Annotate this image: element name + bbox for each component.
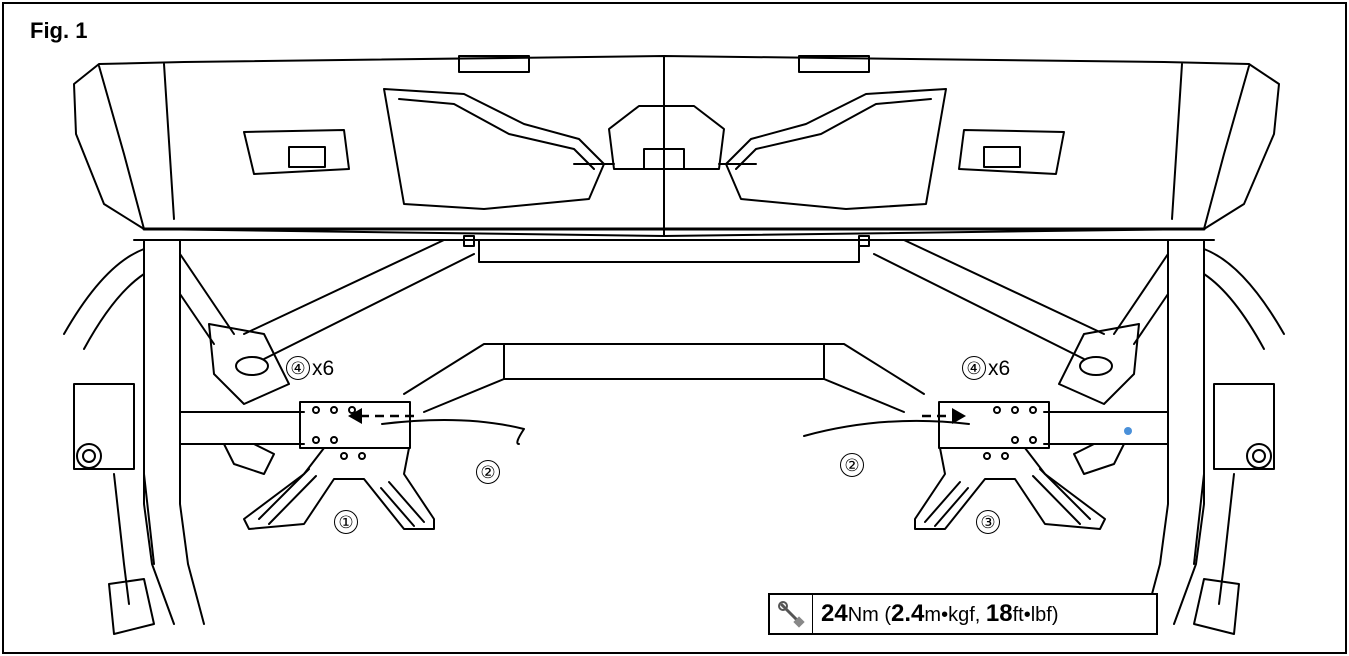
- torque-wrench-icon: [770, 595, 813, 633]
- roof-canopy: [73, 55, 1280, 241]
- torque-lbf-value: 18: [985, 600, 1013, 627]
- arrowhead-left: [348, 408, 362, 424]
- right-bracket: [914, 401, 1106, 530]
- torque-spec-box: 24Nm (2.4m•kgf, 18ft•lbf): [768, 593, 1158, 635]
- crossbar-tube: [403, 343, 925, 413]
- callout-part1: ①: [334, 510, 358, 535]
- roof-crossbar: [478, 239, 860, 263]
- leader-line-right: [803, 419, 970, 437]
- arrowhead-right: [952, 408, 966, 424]
- torque-spec-text: 24Nm (2.4m•kgf, 18ft•lbf): [813, 600, 1058, 628]
- figure-title: Fig. 1: [30, 18, 88, 43]
- marker-dot: [1124, 427, 1132, 435]
- left-pillar: [63, 239, 475, 635]
- torque-nm-unit: Nm (: [847, 604, 892, 626]
- callout-part2-left: ②: [476, 460, 500, 485]
- callout-part3: ③: [976, 510, 1000, 535]
- assembly-drawing: [63, 55, 1285, 635]
- torque-kgf-value: 2.4: [891, 600, 925, 627]
- torque-kgf-unit: m•kgf,: [924, 604, 986, 626]
- torque-nm-value: 24: [821, 600, 848, 627]
- torque-lbf-unit: ft•lbf): [1012, 604, 1059, 626]
- right-pillar: [873, 239, 1285, 635]
- callout-part2-right: ②: [840, 453, 864, 478]
- leader-line-left: [381, 419, 525, 445]
- left-bracket: [243, 401, 435, 530]
